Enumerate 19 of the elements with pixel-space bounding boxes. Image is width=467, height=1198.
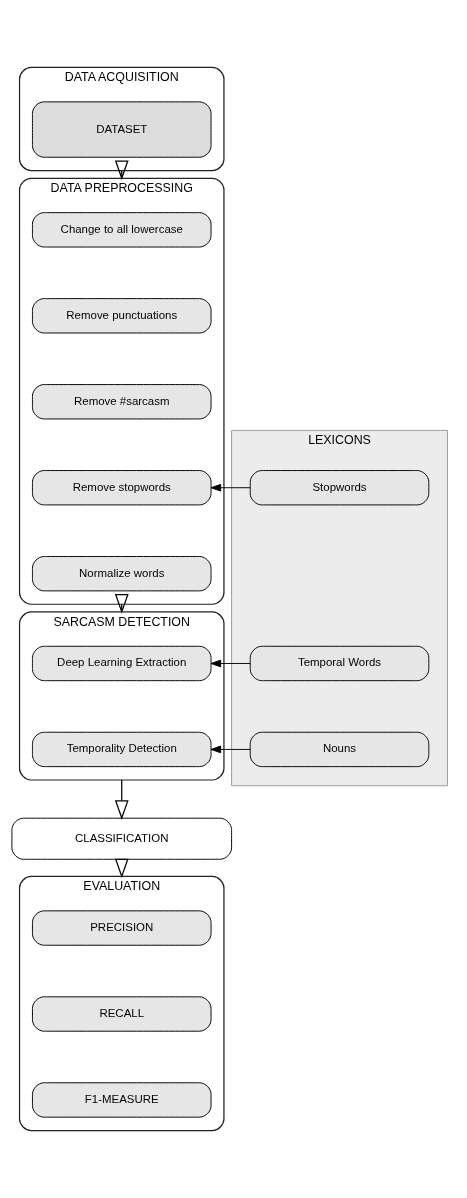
arrow [210,483,251,492]
arrow [210,745,251,754]
arrow [114,779,129,820]
arrow [210,659,251,668]
node-box: Normalize words [31,556,212,592]
node-box: Temporality Detection [31,731,212,768]
node-box: Remove punctuations [31,298,212,334]
node-box: RECALL [31,996,212,1032]
node-box: Temporal Words [249,645,430,682]
node-box: Remove stopwords [31,470,212,506]
node-box: Remove #sarcasm [31,384,212,420]
node-box: Nouns [249,731,430,768]
node-box: F1-MEASURE [31,1082,212,1118]
node-box: Stopwords [249,470,430,506]
node-box: Deep Learning Extraction [31,645,212,682]
node-box: Change to all lowercase [31,212,212,248]
node-box: PRECISION [31,910,212,946]
node-box: DATASET [31,101,212,158]
arrow [114,160,129,181]
